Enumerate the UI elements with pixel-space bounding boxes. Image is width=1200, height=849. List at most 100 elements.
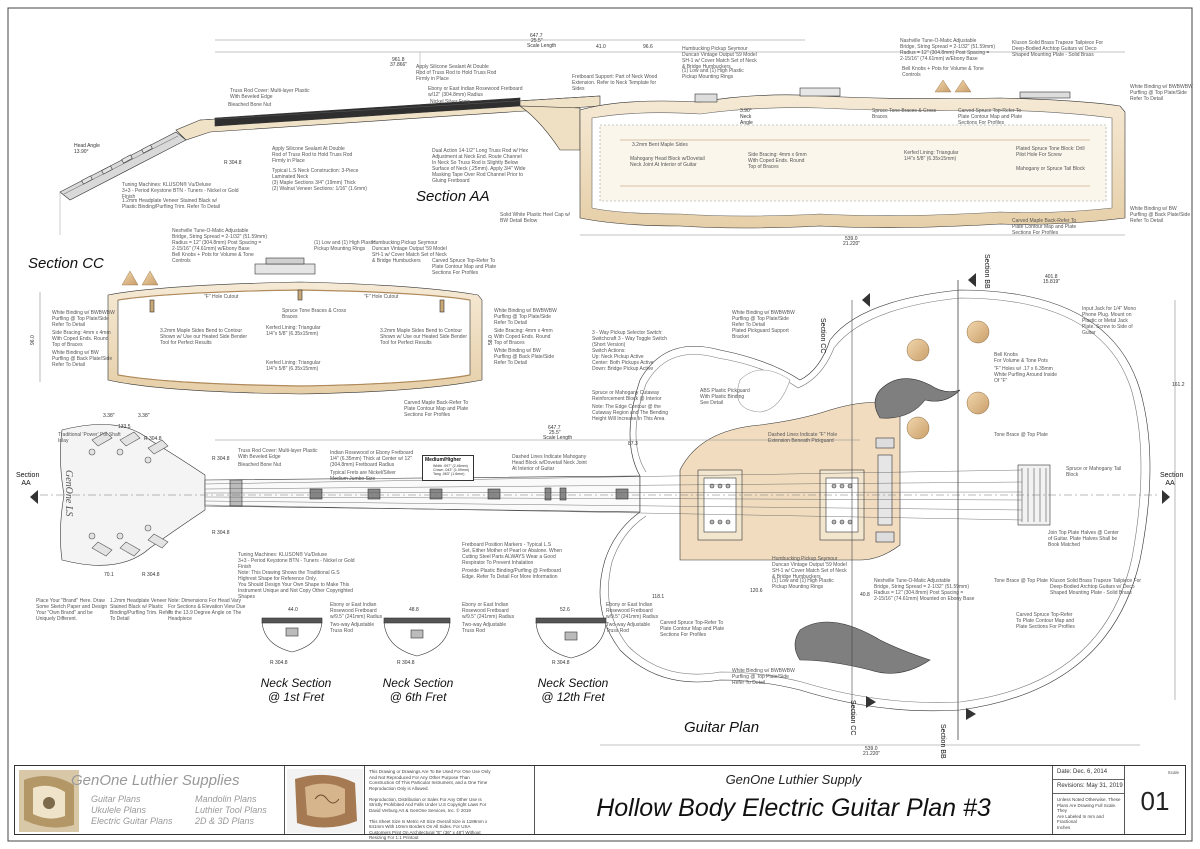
revisions: Revisions: May 31, 2019	[1057, 783, 1123, 789]
note-tuning-machines: Tuning Machines: KLUSON® Vu/Deluxe 3+3 -…	[122, 182, 239, 200]
note-ebony-neck1: Ebony or East Indian Rosewood Fretboard …	[330, 602, 383, 620]
note-provide-plastic: Provide Plastic Binding/Purfling @ Fretb…	[462, 568, 562, 580]
dim-r304-g: R 304.8	[212, 530, 230, 536]
title-block-legal-cell: This Drawing or Drawings Are To Be Used …	[365, 766, 535, 840]
dim-plan-length: 539.0	[865, 746, 878, 752]
note-input-jack: Input Jack for 1/4" Mono Phone Plug. Mou…	[1082, 306, 1137, 336]
note-dual-action: Dual Action 14-1/2" Long Truss Rod w/ He…	[432, 148, 528, 184]
fret-wire-box: Medium/Higher Width .097" (2.46mm) Crown…	[422, 455, 474, 481]
guitar-plan-title: Guitar Plan	[684, 719, 760, 736]
note-indian-rosewood: Indian Rosewood or Ebony Fretboard 1/4" …	[330, 450, 414, 468]
dim-scale-mid-in: 25.5"	[549, 430, 561, 436]
dim-3-38b: 3.38"	[138, 413, 150, 419]
note-neck-construction: Typical L.S Neck Construction: 3-Piece L…	[272, 168, 367, 192]
section-aa-drawing	[59, 39, 1126, 236]
title-block: GenOne Luthier Supplies Guitar Plans Uku…	[14, 765, 1186, 840]
section-cc-title: Section CC	[28, 255, 104, 272]
dim-r304-d: R 304.8	[224, 160, 242, 166]
headstock-logo: GenOne LS	[63, 470, 74, 517]
section-aa-knobs	[934, 79, 972, 93]
note-spruce-cutaway: Spruce or Mahogany Cutaway Reinforcement…	[592, 390, 662, 402]
dim-161: 161.2	[1172, 382, 1185, 388]
title-block-main-cell: GenOne Luthier Supply Hollow Body Electr…	[535, 766, 1053, 834]
neck-section-6-title: Neck Section @ 6th Fret	[382, 676, 454, 704]
link-2d-3d-plans[interactable]: 2D & 3D Plans	[195, 816, 255, 826]
dim-scale-top-in: 25.5"	[531, 38, 543, 44]
note-truss-rod-cover-plan: Truss Rod Cover: Multi-layer Plastic Wit…	[238, 448, 318, 460]
brand-links-col-1: Guitar Plans Ukulele Plans Electric Guit…	[91, 794, 173, 827]
note-typical-frets: Typical Frets are Nickel/Silver Medium J…	[330, 470, 396, 482]
dim-body-length-in: 21.220"	[843, 241, 861, 247]
dim-r304-c: R 304.8	[552, 660, 570, 666]
title-block-image-cell	[285, 766, 365, 834]
link-ukulele-plans[interactable]: Ukulele Plans	[91, 805, 147, 815]
note-humbucking-plan: Humbucking Pickup Seymour Duncan Vintage…	[772, 556, 847, 580]
dim-r304-f: R 304.8	[212, 456, 230, 462]
note-white-binding-cc-right: White Binding w/ BWBWBW Purfling @ Top P…	[494, 308, 557, 326]
section-aa-marker-left: Section AA	[16, 472, 40, 487]
title-block-brand-cell: GenOne Luthier Supplies Guitar Plans Uku…	[15, 766, 285, 834]
note-ebony-neck6: Ebony or East Indian Rosewood Fretboard …	[462, 602, 515, 620]
note-f-hole-cutout-right: "F" Hole Cutout	[364, 294, 399, 300]
note-dim-head: Note: Dimensions For Head Vary For Secti…	[168, 598, 246, 622]
note-nashville-plan: Neshville Tune-O-Matic Adjustable Bridge…	[874, 578, 975, 602]
neck-section-12-title: Neck Section @ 12th Fret	[537, 676, 609, 704]
note-truss-neck6: Two-way Adjustable Truss Rod	[462, 622, 507, 634]
brand-links-col-2: Mandolin Plans Luthier Tool Plans 2D & 3…	[195, 794, 267, 827]
note-carved-maple-cc: Carved Maple Back-Refer To Plate Contour…	[404, 400, 469, 418]
sheet-number: 01	[1140, 786, 1170, 816]
note-humbucking-top: Humbucking Pickup Seymour Duncan Vintage…	[682, 46, 757, 70]
section-arrows	[30, 273, 1170, 720]
link-guitar-plans[interactable]: Guitar Plans	[91, 794, 141, 804]
section-cc-marker-top: Section CC	[819, 318, 826, 354]
dim-neck-angle: 3.90° Neck Angle	[740, 108, 753, 126]
note-nashville-top: Nashville Tune-O-Matic Adjustable Bridge…	[900, 38, 996, 62]
note-mahogany-head-block: Mahogany Head Block w/Dovetail Neck Join…	[630, 156, 705, 168]
note-bell-knobs-cc: Bell Knobs + Pots for Volume & Tone Cont…	[172, 252, 254, 264]
note-headplate-veneer: 1.2mm Headplate Veneer Stained Black w/ …	[122, 198, 221, 210]
note-white-binding-back-cc-left: White Binding w/ BW Purfling @ Back Plat…	[52, 350, 113, 368]
note-bleached-nut-plan: Bleached Bone Nut	[238, 462, 282, 468]
section-bb-marker-top: Section BB	[983, 254, 990, 289]
dim-overall-top-in: 37.866"	[390, 62, 408, 68]
dim-87: 87.3	[628, 441, 638, 447]
note-plated-spruce: Plated Spruce Tone Block: Drill Pilot Ho…	[1016, 146, 1085, 158]
note-ebony-neck12: Ebony or East Indian Rosewood Fretboard …	[606, 602, 659, 620]
note-truss-neck1: Two-way Adjustable Truss Rod	[330, 622, 375, 634]
note-spruce-tone-cc: Spruce Tone Braces & Cross Braces	[282, 308, 347, 320]
section-cc-knobs	[121, 270, 159, 286]
link-luthier-tool-plans[interactable]: Luthier Tool Plans	[195, 805, 267, 815]
dim-120: 120.6	[750, 588, 763, 594]
note-place-brand: Place Your "Brand" Here. Draw Some Sketc…	[36, 598, 108, 622]
note-tone-brace-plan-2: Tone Brace @ Top Plate	[994, 578, 1048, 584]
link-electric-guitar-plans[interactable]: Electric Guitar Plans	[91, 816, 173, 826]
dim-133: 133.5	[118, 424, 131, 430]
note-humbucking-cc: Humbucking Pickup Seymour Duncan Vintage…	[372, 240, 447, 264]
sheet-border	[7, 7, 1193, 842]
dim-118: 118.1	[652, 594, 665, 600]
note-nashville-cc: Neshville Tune-O-Matic Adjustable Bridge…	[172, 228, 268, 252]
note-white-binding-back: White Binding w/ BW Purfling @ Back Plat…	[1130, 206, 1191, 224]
note-kluson-plan: Kluson Solid Brass Trapeze Tailpiece For…	[1050, 578, 1142, 596]
note-bell-knobs-top: Bell Knobs + Pots for Volume & Tone Cont…	[902, 66, 984, 78]
dim-plan-length-in: 21.220"	[863, 751, 881, 757]
note-solid-white-cap: Solid White Plastic Heel Cap w/ BW Detai…	[500, 212, 571, 224]
note-tuning-plan: Tuning Machines: KLUSON® Vu/Deluxe 3+3 -…	[238, 552, 355, 570]
fret-wire-title: Medium/Higher	[425, 457, 462, 463]
dim-96-cc: 96.0	[30, 335, 36, 345]
dim-r304-h: R 304.8	[142, 572, 160, 578]
dim-head-angle: Head Angle 13.90°	[74, 143, 100, 155]
note-truss-neck12: Two-way Adjustable Truss Rod	[606, 622, 651, 634]
guitar-plan-drawing	[40, 280, 1176, 746]
note-apply-silicone-top: Apply Silicone Sealant At Double Rod of …	[416, 64, 497, 82]
neck-sections	[261, 617, 607, 659]
dim-scale-mid: 647.7	[548, 425, 561, 431]
link-mandolin-plans[interactable]: Mandolin Plans	[195, 794, 257, 804]
section-bb-marker-bottom: Section BB	[939, 724, 946, 759]
dim-r304-b: R 304.8	[397, 660, 415, 666]
note-f-hole-cutout-left: "F" Hole Cutout	[204, 294, 239, 300]
note-plated-pickguard: Plated Pickguard Support Bracket	[732, 328, 789, 340]
section-cc-marker-bottom: Section CC	[849, 700, 856, 736]
title-block-sheet-cell: Scale 01	[1125, 766, 1185, 834]
